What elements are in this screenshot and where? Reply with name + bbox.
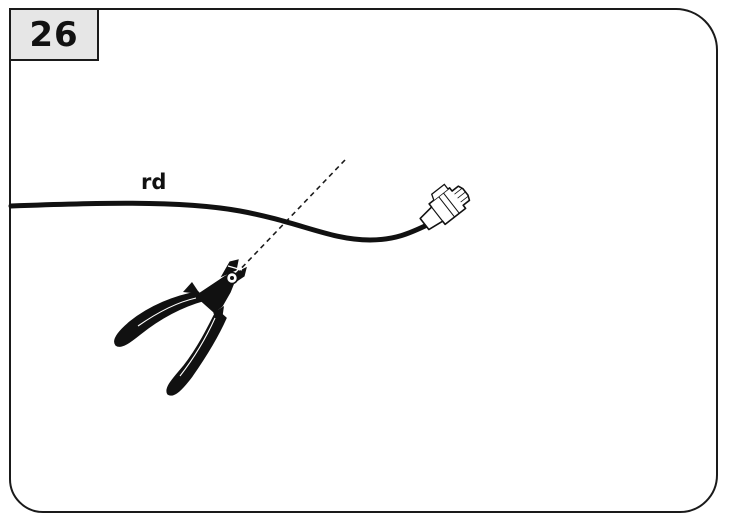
cut-line — [231, 159, 346, 279]
step-badge: 26 — [9, 8, 99, 61]
rj45-connector — [419, 183, 471, 231]
diagonal-cutter-pliers — [114, 259, 247, 396]
instruction-frame — [9, 8, 718, 513]
step-number: 26 — [29, 14, 79, 55]
cable-label: rd — [141, 170, 167, 194]
cable — [8, 200, 428, 243]
